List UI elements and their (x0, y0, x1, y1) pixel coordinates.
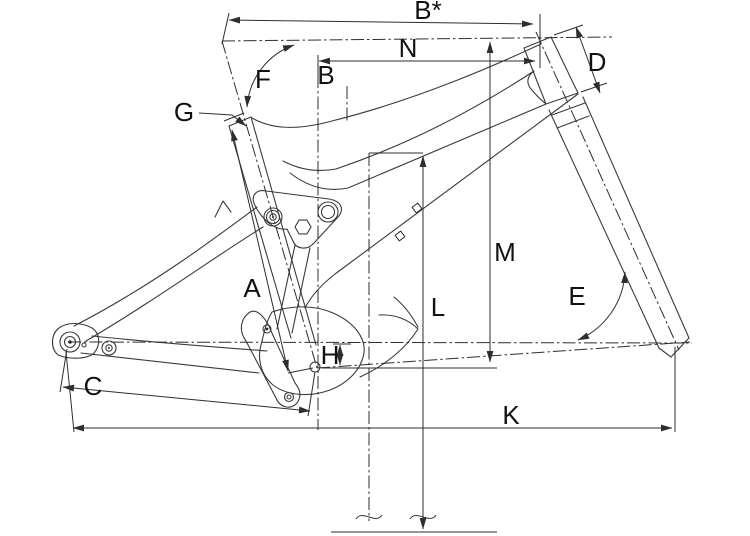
motor-front-curve (393, 296, 419, 328)
label-n: N (399, 33, 418, 63)
axle-horizontal-centerline (67, 341, 693, 344)
label-k: K (502, 400, 520, 430)
fork-dropout (658, 337, 690, 358)
label-d: D (588, 47, 607, 77)
dim-g-leader (198, 112, 247, 127)
motor-casing (258, 306, 365, 396)
motor-skid-wing (359, 314, 419, 378)
label-e: E (568, 281, 585, 311)
dim-bstar-line (228, 16, 534, 28)
label-c: C (84, 371, 103, 401)
chainstay-pivot-inner (105, 344, 113, 352)
chainstay-pivot-center (108, 347, 110, 349)
chainstay-upper-edge (91, 335, 268, 352)
fork-crown-line-2 (556, 115, 590, 129)
break-mark-right (409, 514, 437, 520)
shock-left-edge (276, 244, 296, 330)
plate-hole-upper-center (265, 327, 269, 331)
head-junction-curve (527, 70, 547, 105)
rear-dropout (51, 322, 100, 359)
label-b: B (317, 60, 334, 90)
label-g: G (174, 97, 194, 127)
head-tube (523, 36, 579, 105)
bb-to-front-axle-line (316, 341, 691, 369)
down-tube-lower-edge (304, 93, 579, 309)
dim-c-ext-right (307, 371, 316, 417)
dim-d-ext-bottom (580, 82, 608, 93)
label-h: H (321, 340, 340, 370)
horizontal-top-reference-line (221, 36, 613, 42)
head-tube-axis-line (535, 31, 680, 351)
seatstay-upper-edge (73, 206, 258, 327)
fork-crown-line-1 (551, 102, 586, 116)
top-tube-upper-edge (251, 43, 542, 128)
top-tube-lower-edge (282, 70, 535, 171)
shock-right-edge (291, 247, 311, 334)
dim-e-arc (577, 271, 628, 341)
break-mark-left (355, 514, 383, 520)
seat-tube-axis-line (221, 40, 318, 369)
dropout-bolt (81, 342, 87, 348)
dim-k-ext-left (65, 351, 75, 433)
label-f: F (255, 64, 271, 94)
dim-a-ext-top (223, 112, 245, 122)
fork-left-edge (548, 109, 660, 349)
label-l: L (431, 292, 445, 322)
dimension-lines (59, 12, 676, 533)
dim-c-ext-left (59, 348, 68, 393)
cable-port-square-1 (411, 202, 423, 214)
seatstay-lower-edge (85, 226, 264, 342)
seatstay-mount-tab (214, 200, 232, 218)
label-m: M (494, 237, 516, 267)
dim-f-arc (244, 44, 295, 108)
dim-a-line (231, 129, 289, 372)
rocker-pivot-right-inner (320, 204, 336, 220)
dim-d-ext-top (553, 24, 584, 36)
chainstay-pivot-outer (101, 340, 117, 356)
label-a: A (243, 273, 261, 303)
label-b-star: B* (414, 0, 441, 25)
down-tube-upper-edge (289, 103, 547, 190)
cable-port-square-2 (394, 230, 406, 242)
plate-hole-lower-inner (286, 394, 292, 400)
chainstay-lower-edge (80, 352, 260, 374)
dim-d-line (575, 26, 601, 94)
dim-bstar-ext-left (221, 12, 230, 45)
dimension-labels: B* N B F G D A M L E H C K (84, 0, 607, 430)
fork-right-edge (582, 96, 690, 339)
bike-frame-outline (51, 36, 690, 408)
reference-lines (67, 31, 693, 521)
rocker-hex-bolt (294, 219, 312, 235)
dim-a-ext-bottom (287, 367, 314, 374)
dim-c-line (62, 384, 311, 414)
